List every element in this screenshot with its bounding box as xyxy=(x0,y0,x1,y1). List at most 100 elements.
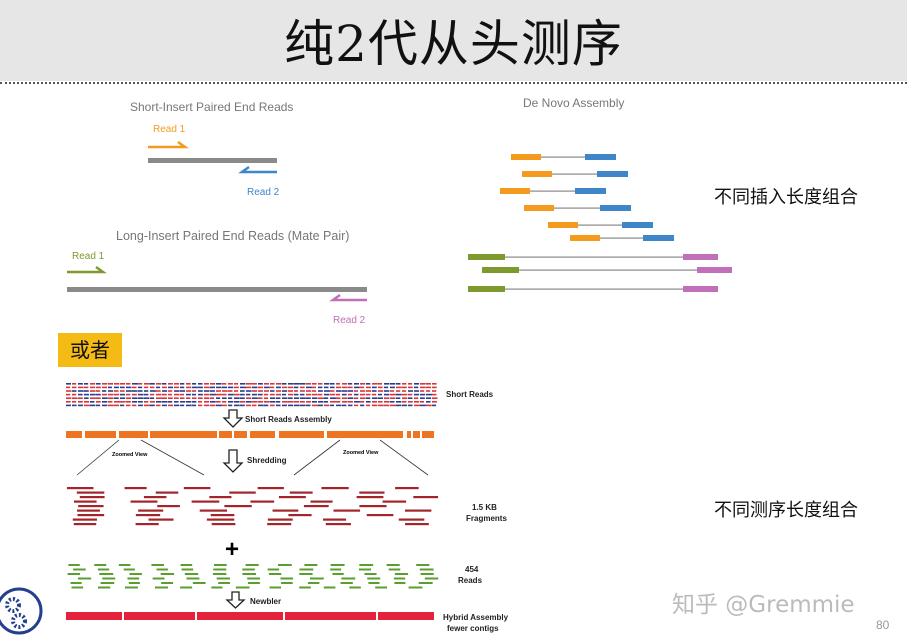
read-segment xyxy=(683,254,718,260)
short-read xyxy=(402,390,407,392)
short-read xyxy=(426,393,432,396)
454-read xyxy=(156,568,168,571)
short-read xyxy=(390,401,395,403)
short-read xyxy=(120,404,125,407)
short-read xyxy=(120,383,126,385)
short-read xyxy=(96,393,101,396)
short-read xyxy=(96,390,101,392)
short-read xyxy=(378,383,383,385)
short-read xyxy=(372,383,378,385)
short-read xyxy=(210,393,216,396)
454-read xyxy=(420,573,434,575)
short-read xyxy=(360,386,365,389)
short-read xyxy=(312,390,317,392)
short-read1-label: Read 1 xyxy=(153,124,186,135)
fragment xyxy=(76,491,105,494)
short-reads-block xyxy=(66,383,438,407)
read-segment xyxy=(511,154,541,160)
short-read xyxy=(378,390,384,392)
short-read xyxy=(270,383,275,385)
short-read xyxy=(210,390,215,392)
454-read xyxy=(70,582,82,584)
short-read xyxy=(372,401,378,403)
short-read xyxy=(84,404,90,407)
454-read xyxy=(281,582,293,584)
short-read xyxy=(402,401,407,403)
short-read xyxy=(252,404,257,407)
short-read xyxy=(72,404,77,407)
short-read xyxy=(132,390,138,392)
fragment xyxy=(325,523,351,526)
fragment xyxy=(209,496,232,499)
fragment xyxy=(289,491,313,494)
fragment xyxy=(157,505,180,508)
short-read xyxy=(144,397,150,399)
short-read xyxy=(210,397,215,399)
short-read xyxy=(432,397,438,399)
short-read xyxy=(204,393,210,396)
read-segment xyxy=(597,171,628,177)
short-read xyxy=(162,383,167,385)
short-read xyxy=(144,393,149,396)
fragments-block xyxy=(66,487,439,526)
fragment xyxy=(130,500,158,503)
454-read xyxy=(73,568,86,571)
short-read xyxy=(72,393,77,396)
short-read xyxy=(78,383,83,385)
zoomed-view-label: Zoomed View xyxy=(112,452,148,458)
short-read xyxy=(378,404,384,407)
short-read xyxy=(210,386,215,389)
short-read xyxy=(114,386,119,389)
fragment xyxy=(288,514,312,517)
454-read xyxy=(184,573,199,575)
short-read xyxy=(246,393,251,396)
short-read xyxy=(132,386,137,389)
short-read xyxy=(168,404,174,407)
short-read xyxy=(162,393,167,396)
fragment xyxy=(278,496,306,499)
short-read xyxy=(174,393,180,396)
short-read xyxy=(96,397,101,399)
short-read xyxy=(186,390,192,392)
short-read xyxy=(252,397,258,399)
454-read xyxy=(123,568,135,571)
long-read1-label: Read 1 xyxy=(72,251,105,262)
short-read xyxy=(384,390,390,392)
short-read xyxy=(330,404,335,407)
short-read xyxy=(228,386,234,389)
short-reads-label: Short Reads xyxy=(446,390,494,399)
short-read xyxy=(324,390,330,392)
short-read xyxy=(204,386,210,389)
short-read xyxy=(390,386,395,389)
short-read xyxy=(180,383,185,385)
short-insert-title: Short-Insert Paired End Reads xyxy=(130,100,294,114)
short-read xyxy=(336,401,341,403)
short-read xyxy=(246,401,252,403)
fragment xyxy=(78,505,104,508)
short-read xyxy=(432,404,437,407)
short-read xyxy=(156,390,161,392)
short-read xyxy=(216,386,222,389)
contig xyxy=(234,431,247,438)
454-read xyxy=(416,564,430,566)
short-read xyxy=(102,390,107,392)
short-read xyxy=(216,397,221,399)
fragment xyxy=(135,514,161,517)
short-read xyxy=(234,390,239,392)
fragments-label-1: 1.5 KB xyxy=(472,503,497,512)
454-read xyxy=(180,586,193,589)
short-read xyxy=(288,383,294,385)
fragment xyxy=(135,523,159,526)
short-read xyxy=(348,383,353,385)
short-read xyxy=(102,397,108,399)
short-read xyxy=(174,397,179,399)
hybrid-assembly-diagram: Short Reads Short Reads Assembly Zoomed … xyxy=(66,383,509,633)
insert-line xyxy=(519,269,697,271)
short-read xyxy=(174,404,180,407)
454-read xyxy=(97,586,111,589)
read-segment xyxy=(575,188,606,194)
short-read xyxy=(414,401,420,403)
short-read xyxy=(138,390,143,392)
short-read xyxy=(192,397,197,399)
